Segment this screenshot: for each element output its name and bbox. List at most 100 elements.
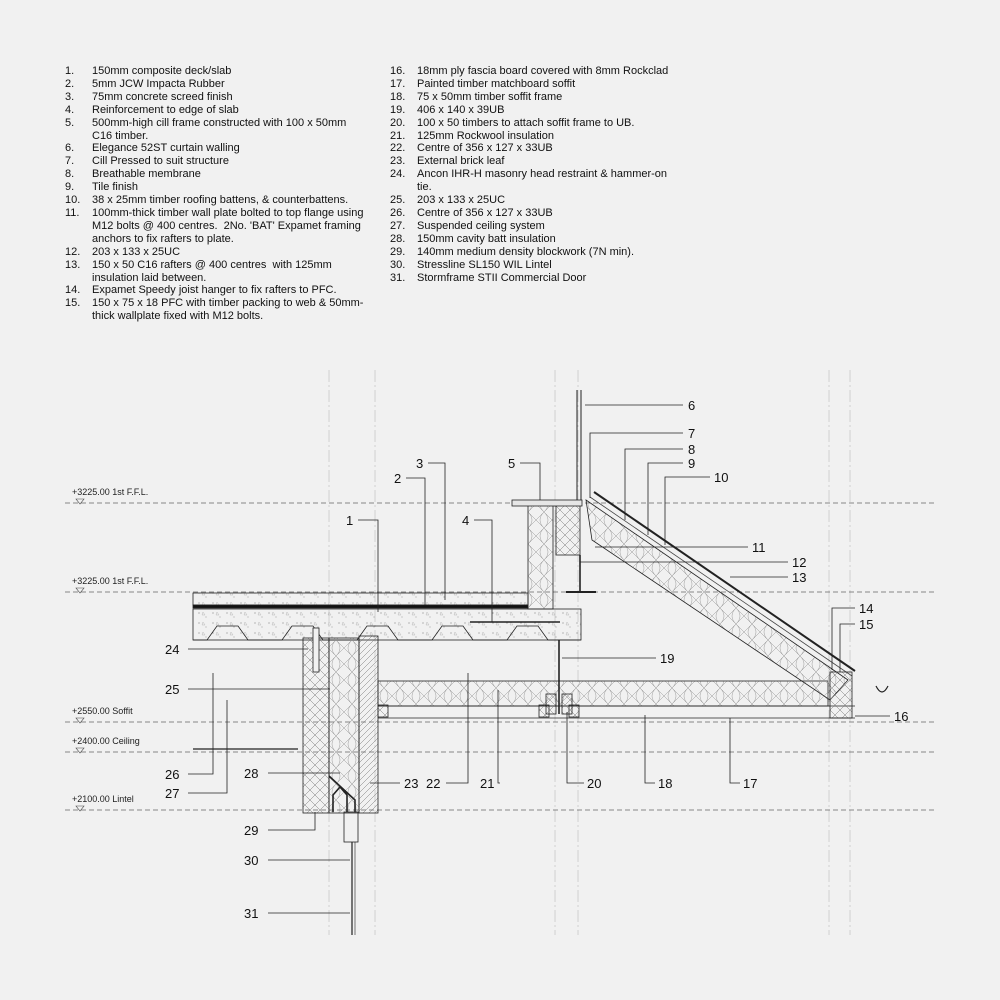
callout-23: 23 bbox=[404, 776, 418, 791]
callout-17: 17 bbox=[743, 776, 757, 791]
level-label: +2550.00 Soffit bbox=[72, 706, 133, 716]
note-text: 150mm cavity batt insulation bbox=[417, 232, 556, 245]
note-item: 24.Ancon IHR-H masonry head restraint & … bbox=[390, 168, 680, 194]
callout-1: 1 bbox=[346, 513, 353, 528]
note-item: 5. 500mm-high cill frame constructed with… bbox=[65, 117, 365, 143]
callout-3: 3 bbox=[416, 456, 423, 471]
note-text: Cill Pressed to suit structure bbox=[92, 155, 229, 168]
note-text: Ancon IHR-H masonry head restraint & ham… bbox=[417, 168, 671, 194]
note-number: 27. bbox=[390, 219, 406, 232]
callout-5: 5 bbox=[508, 456, 515, 471]
note-item: 15.150 x 75 x 18 PFC with timber packing… bbox=[65, 297, 365, 323]
note-item: 23. External brick leaf bbox=[390, 155, 680, 168]
note-number: 8. bbox=[65, 168, 75, 181]
note-item: 30.Stressline SL150 WIL Lintel bbox=[390, 259, 680, 272]
note-text: Suspended ceiling system bbox=[417, 219, 545, 232]
level-label: +2400.00 Ceiling bbox=[72, 736, 140, 746]
note-text: Centre of 356 x 127 x 33UB bbox=[417, 142, 553, 155]
pitched-roof bbox=[585, 491, 889, 719]
note-text: 75 x 50mm timber soffit frame bbox=[417, 90, 563, 103]
note-item: 8. Breathable membrane bbox=[65, 168, 365, 181]
callout-24: 24 bbox=[165, 642, 179, 657]
note-number: 25. bbox=[390, 194, 406, 207]
note-item: 18.75 x 50mm timber soffit frame bbox=[390, 91, 680, 104]
callout-22: 22 bbox=[426, 776, 440, 791]
note-text: External brick leaf bbox=[417, 155, 505, 168]
note-item: 16. 18mm ply fascia board covered with 8m… bbox=[390, 65, 680, 78]
level-label: +3225.00 1st F.F.L. bbox=[72, 487, 148, 497]
note-text: 406 x 140 x 39UB bbox=[417, 103, 505, 116]
leader-lines bbox=[188, 404, 890, 914]
callout-11: 11 bbox=[752, 540, 766, 555]
note-number: 15. bbox=[65, 297, 81, 310]
cill-frame bbox=[511, 390, 596, 610]
note-item: 20.100 x 50 timbers to attach soffit fra… bbox=[390, 117, 680, 130]
note-text: Elegance 52ST curtain walling bbox=[92, 142, 240, 155]
note-number: 14. bbox=[65, 284, 81, 297]
external-wall bbox=[302, 627, 379, 935]
note-text: Stormframe STII Commercial Door bbox=[417, 271, 587, 284]
callout-12: 12 bbox=[792, 555, 806, 570]
callout-10: 10 bbox=[714, 470, 728, 485]
note-text: Centre of 356 x 127 x 33UB bbox=[417, 206, 553, 219]
note-number: 21. bbox=[390, 129, 406, 142]
callout-7: 7 bbox=[688, 426, 695, 441]
callout-4: 4 bbox=[462, 513, 469, 528]
note-number: 26. bbox=[390, 206, 406, 219]
callout-18: 18 bbox=[658, 776, 672, 791]
note-text: 100 x 50 timbers to attach soffit frame … bbox=[417, 116, 635, 129]
callout-19: 19 bbox=[660, 651, 674, 666]
note-number: 30. bbox=[390, 258, 406, 271]
level-markers: +3225.00 1st F.F.L. +3225.00 1st F.F.L. … bbox=[72, 487, 148, 812]
callout-26: 26 bbox=[165, 767, 179, 782]
callout-13: 13 bbox=[792, 570, 806, 585]
note-number: 19. bbox=[390, 103, 406, 116]
note-text: 150mm composite deck/slab bbox=[92, 65, 232, 77]
floor-slab bbox=[192, 592, 582, 641]
note-text: 18mm ply fascia board covered with 8mm R… bbox=[417, 65, 669, 77]
note-text: 75mm concrete screed finish bbox=[92, 90, 233, 103]
note-number: 9. bbox=[65, 181, 75, 194]
note-number: 6. bbox=[65, 142, 75, 155]
note-text: Reinforcement to edge of slab bbox=[92, 103, 239, 116]
callout-20: 20 bbox=[587, 776, 601, 791]
note-text: 500mm-high cill frame constructed with 1… bbox=[92, 116, 350, 142]
note-number: 23. bbox=[390, 155, 406, 168]
note-item: 26. Centre of 356 x 127 x 33UB bbox=[390, 207, 680, 220]
note-item: 2.5mm JCW Impacta Rubber bbox=[65, 78, 365, 91]
note-number: 29. bbox=[390, 245, 406, 258]
note-number: 4. bbox=[65, 103, 75, 116]
note-number: 11. bbox=[65, 206, 80, 219]
note-item: 6. Elegance 52ST curtain walling bbox=[65, 142, 365, 155]
note-text: 203 x 133 x 25UC bbox=[417, 194, 506, 207]
note-item: 21. 125mm Rockwool insulation bbox=[390, 130, 680, 143]
callout-9: 9 bbox=[688, 456, 695, 471]
soffit-assembly bbox=[193, 640, 855, 750]
level-label: +3225.00 1st F.F.L. bbox=[72, 576, 148, 586]
callout-2: 2 bbox=[394, 471, 401, 486]
note-number: 22. bbox=[390, 142, 406, 155]
callout-28: 28 bbox=[244, 766, 258, 781]
note-item: 7. Cill Pressed to suit structure bbox=[65, 155, 365, 168]
note-text: Breathable membrane bbox=[92, 168, 201, 181]
note-text: 140mm medium density blockwork (7N min). bbox=[417, 245, 635, 258]
note-item: 27. Suspended ceiling system bbox=[390, 220, 680, 233]
callout-numbers: 1 2 3 4 5 6 7 8 9 10 11 12 13 14 15 16 1… bbox=[165, 398, 908, 921]
note-item: 25. 203 x 133 x 25UC bbox=[390, 194, 680, 207]
note-number: 5. bbox=[65, 116, 75, 129]
callout-31: 31 bbox=[244, 906, 258, 921]
note-text: 125mm Rockwool insulation bbox=[417, 129, 554, 142]
note-number: 7. bbox=[65, 155, 75, 168]
note-number: 3. bbox=[65, 90, 75, 103]
note-item: 28.150mm cavity batt insulation bbox=[390, 233, 680, 246]
note-item: 11.100mm-thick timber wall plate bolted … bbox=[65, 207, 365, 246]
note-text: Expamet Speedy joist hanger to fix rafte… bbox=[92, 284, 337, 297]
note-text: 150 x 50 C16 rafters @ 400 centres with … bbox=[92, 258, 335, 284]
note-text: Tile finish bbox=[92, 181, 139, 194]
note-text: 203 x 133 x 25UC bbox=[92, 245, 181, 258]
note-number: 16. bbox=[390, 65, 406, 77]
callout-6: 6 bbox=[688, 398, 695, 413]
